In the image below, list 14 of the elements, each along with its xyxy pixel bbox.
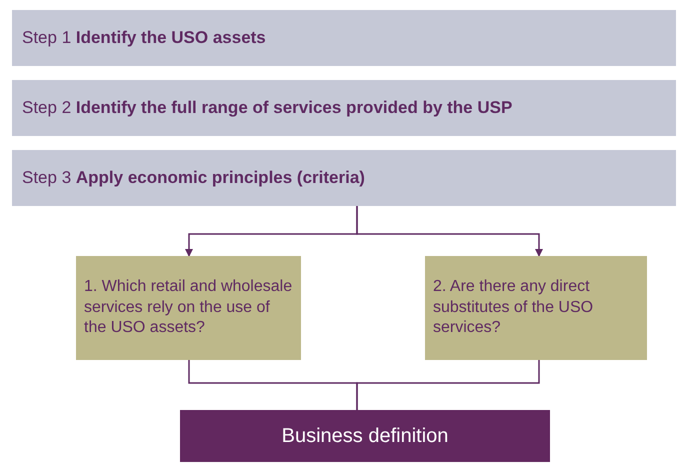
question-box (425, 256, 647, 360)
box-text: 2. Are there any direct substitutes of the USO services? (433, 276, 594, 338)
connector-line (356, 206, 543, 257)
box-text: Step 3 Apply economic principles (criteria) (22, 168, 365, 188)
step-bar (12, 10, 676, 66)
box-text: Step 2 Identify the full range of services provided by the USP (22, 98, 512, 118)
result-box (180, 410, 550, 462)
step-bar (12, 80, 676, 136)
box-text: Step 1 Identify the USO assets (22, 28, 266, 48)
box-text: Business definition (282, 424, 448, 448)
step-bar (12, 150, 676, 206)
question-box (76, 256, 301, 360)
box-text: 1. Which retail and wholesale services rely on the use of the USO assets? (84, 276, 293, 338)
connector-line (356, 360, 540, 410)
